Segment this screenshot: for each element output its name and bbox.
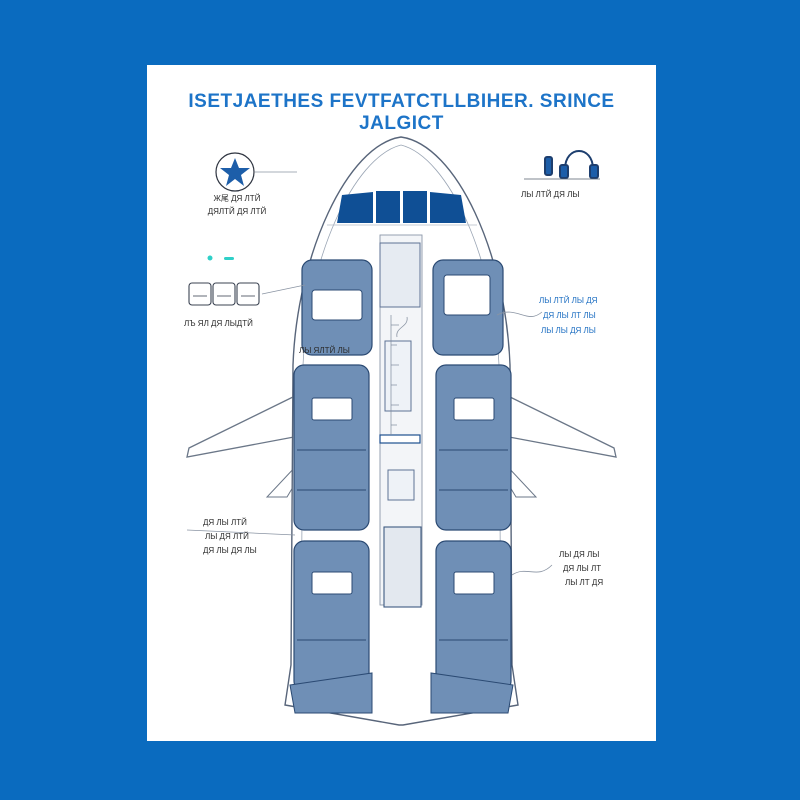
galley-label: ЛЫ ЯЛТЙ ЛЫ	[299, 346, 350, 355]
right-seat-label-3: ЛЫ ЛЫ ДЯ ЛЫ	[541, 326, 596, 335]
headset-label: ЛЫ ЛТЙ ДЯ ЛЫ	[521, 190, 580, 199]
seat-row-1-right	[432, 259, 504, 356]
star-icon	[215, 152, 255, 192]
right-wing	[505, 393, 617, 458]
aisle-ruler-ticks	[390, 315, 399, 435]
seat-row-1-left	[301, 259, 373, 356]
galley-divider	[379, 434, 421, 444]
left-seat-label-3: ДЯ ЛЫ ДЯ ЛЫ	[203, 546, 257, 555]
window-panes-icon	[188, 282, 260, 306]
crew-label-2: ДЯЛТЙ ДЯ ЛТЙ	[207, 207, 267, 216]
rear-left-panel	[289, 672, 373, 714]
seat-row-3-left	[293, 540, 370, 692]
indicator-dots	[207, 255, 234, 261]
right-rear-label-3: ЛЫ ЛТ ДЯ	[565, 578, 604, 587]
right-seat-label-2: ДЯ ЛЫ ЛТ ЛЫ	[543, 311, 596, 320]
headset-icon	[524, 150, 600, 180]
cockpit-windshield	[337, 191, 466, 223]
right-seat-label-1: ЛЫ ЛТЙ ЛЫ ДЯ	[539, 296, 598, 305]
left-seat-label-2: ЛЫ ДЯ ЛТЙ	[205, 532, 249, 541]
diagram-panel: ISETJAETHES FEVTFATCTLLBIHER. SRINCE JAL…	[147, 65, 656, 741]
rear-right-panel	[430, 672, 514, 714]
right-rear-label-1: ЛЫ ДЯ ЛЫ	[559, 550, 600, 559]
galley-panel-low	[387, 469, 415, 501]
seat-row-2-right	[435, 364, 512, 531]
crew-label: Ж尾 ДЯ ЛТЙ	[213, 194, 261, 203]
right-rear-label-2: ДЯ ЛЫ ЛТ	[563, 564, 602, 573]
galley-panel-top	[379, 242, 421, 308]
left-seat-label-1: ДЯ ЛЫ ЛТЙ	[203, 518, 247, 527]
seat-row-3-right	[435, 540, 512, 692]
galley-panel-mid	[384, 340, 412, 412]
leader-lines	[186, 171, 553, 576]
diagram-title: ISETJAETHES FEVTFATCTLLBIHER. SRINCE JAL…	[188, 91, 615, 134]
seat-row-2-left	[293, 364, 370, 531]
lavatory-unit	[383, 526, 422, 608]
aircraft-cabin-diagram	[186, 136, 617, 726]
windows-label: ЛЪ ЯЛ ДЯ ЛЫДТЙ	[184, 319, 253, 328]
left-wing	[186, 393, 298, 458]
